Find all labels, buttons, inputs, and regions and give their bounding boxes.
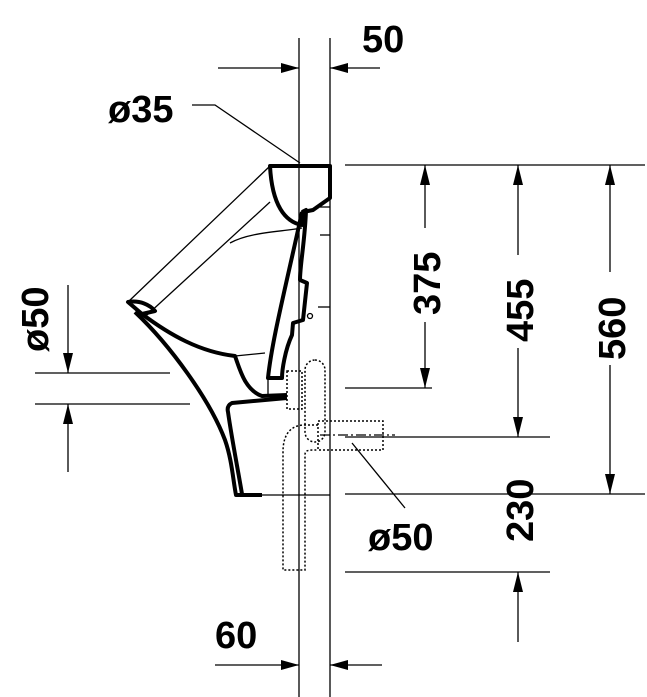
dimension-bottom-outlet: ø50 — [351, 442, 433, 559]
dimension-label-50-top: 50 — [362, 19, 404, 61]
dimension-top-50: 50 — [218, 19, 404, 73]
dimension-bottom-60: 60 — [215, 615, 382, 670]
dimension-455: 455 — [500, 165, 542, 437]
dimension-label-375: 375 — [407, 252, 449, 315]
dimension-left-outlet: ø50 — [15, 285, 73, 472]
reference-lines — [35, 38, 645, 697]
dimension-label-d50-bottom: ø50 — [368, 517, 433, 559]
dimension-375: 375 — [407, 165, 449, 388]
dimension-label-d35: ø35 — [108, 89, 173, 131]
waste-trap-dotted — [282, 359, 395, 571]
dimension-label-560: 560 — [592, 297, 634, 360]
dimension-label-60: 60 — [215, 615, 257, 657]
urinal-outline — [126, 164, 332, 497]
dimension-label-455: 455 — [500, 279, 542, 342]
dimension-230: 230 — [500, 479, 542, 642]
dimension-inlet-diameter: ø35 — [108, 89, 301, 164]
dimension-560: 560 — [592, 165, 634, 494]
dimension-label-230: 230 — [500, 479, 542, 542]
dimension-label-d50-left: ø50 — [15, 287, 57, 352]
